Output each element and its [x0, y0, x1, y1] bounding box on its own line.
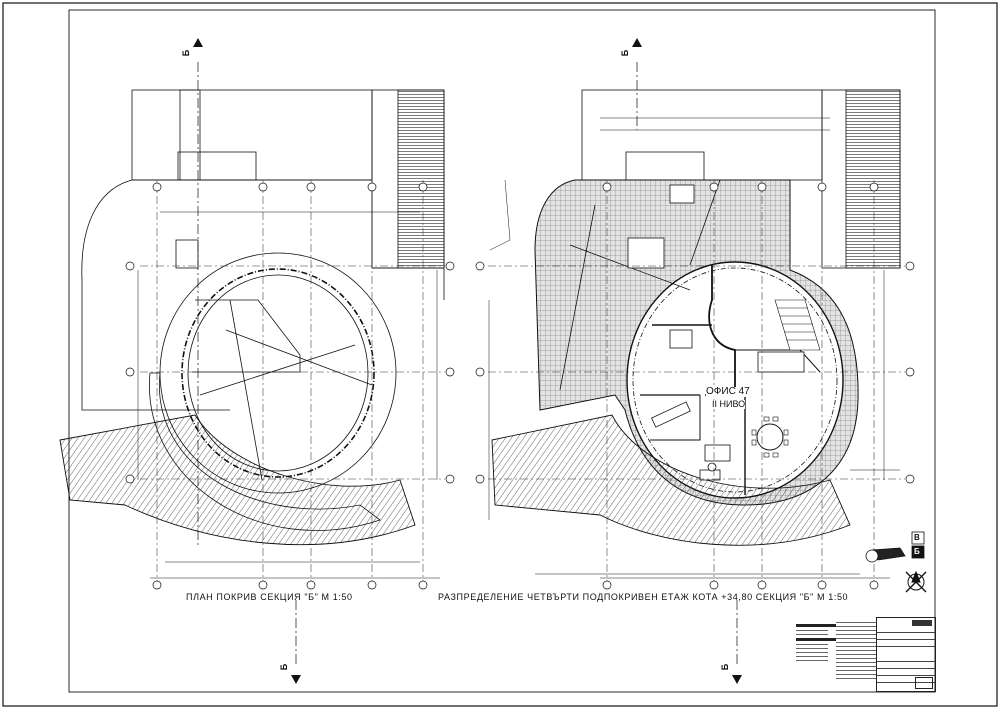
- sheet-number-box: [915, 677, 933, 689]
- right-section-marker-bottom: Б: [720, 663, 731, 671]
- key-plan-lower-letter: Б: [914, 547, 920, 556]
- left-section-arrows: [193, 38, 301, 684]
- right-attic-plan: [488, 62, 905, 665]
- legend: [796, 624, 836, 684]
- right-plan-title: РАЗПРЕДЕЛЕНИЕ ЧЕТВЪРТИ ПОДПОКРИВЕН ЕТАЖ …: [438, 592, 849, 602]
- left-axis-markers: [125, 182, 455, 590]
- right-section-arrows: [632, 38, 742, 684]
- company-logo: [912, 620, 932, 626]
- key-plan: [865, 531, 925, 563]
- left-plan-title: ПЛАН ПОКРИВ СЕКЦИЯ "Б" М 1:50: [186, 592, 353, 602]
- right-section-marker-top: Б: [620, 49, 631, 57]
- office-label: ОФИС 47: [706, 386, 750, 397]
- left-section-marker-top: Б: [181, 49, 192, 57]
- north-arrow-icon: [905, 570, 927, 593]
- left-section-marker-bottom: Б: [279, 663, 290, 671]
- key-plan-upper-letter: В: [914, 533, 920, 542]
- title-block: [876, 617, 936, 692]
- left-roof-plan: [59, 62, 445, 665]
- right-axis-markers: [475, 182, 915, 590]
- level-label: II НИВО: [712, 399, 746, 409]
- notes-column: [836, 622, 876, 692]
